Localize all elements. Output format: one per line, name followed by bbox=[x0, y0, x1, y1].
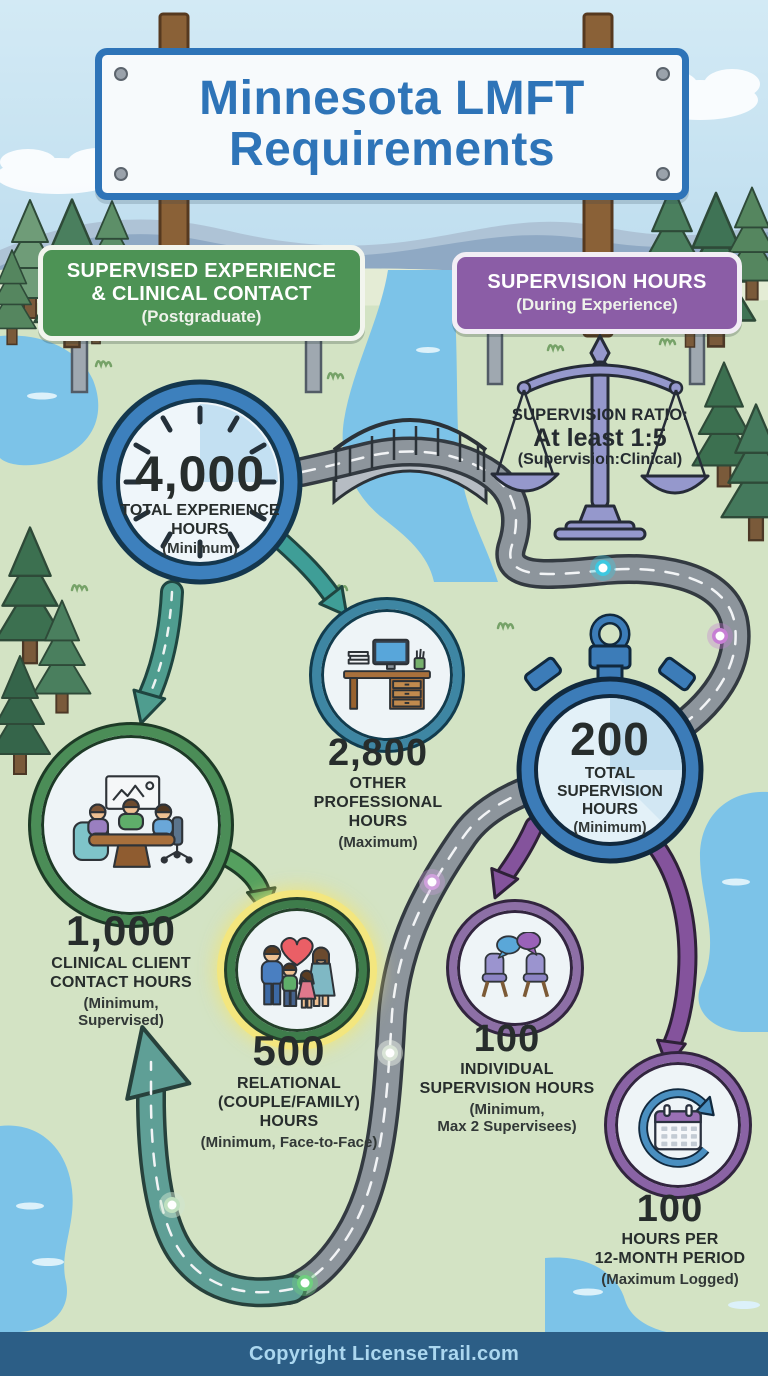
clinical-contact-circle bbox=[31, 725, 231, 925]
screw-icon bbox=[656, 167, 670, 181]
experience-sign-subtitle: (Postgraduate) bbox=[141, 306, 262, 326]
copyright-text: Copyright LicenseTrail.com bbox=[248, 1342, 520, 1365]
annual-limit-caption: 100 HOURS PER 12-MONTH PERIOD (Maximum L… bbox=[572, 1190, 768, 1288]
supervision-section-sign: SUPERVISION HOURS (During Experience) bbox=[452, 252, 742, 334]
total-experience-node: 4,000 TOTAL EXPERIENCE HOURS (Minimum) bbox=[94, 375, 306, 587]
other-professional-caption: 2,800 OTHER PROFESSIONAL HOURS (Maximum) bbox=[283, 734, 473, 851]
milestone-dots bbox=[159, 555, 733, 1296]
relational-caption: 500 RELATIONAL (COUPLE/FAMILY) HOURS (Mi… bbox=[191, 1030, 387, 1151]
ratio-label: SUPERVISION RATIO: bbox=[511, 406, 689, 424]
other-professional-value: 2,800 bbox=[327, 732, 429, 774]
total-supervision-note: (Minimum) bbox=[573, 819, 647, 836]
experience-sign-title: SUPERVISED EXPERIENCE & CLINICAL CONTACT bbox=[66, 259, 337, 305]
relational-note: (Minimum, Face-to-Face) bbox=[200, 1133, 378, 1151]
individual-supervision-circle bbox=[449, 902, 581, 1034]
relational-value: 500 bbox=[252, 1027, 326, 1074]
bridge-railing bbox=[332, 418, 488, 482]
office-desk-icon bbox=[343, 638, 431, 710]
annual-limit-label: HOURS PER 12-MONTH PERIOD bbox=[594, 1231, 746, 1267]
individual-supervision-value: 100 bbox=[473, 1018, 541, 1060]
total-experience-value: 4,000 bbox=[134, 446, 266, 502]
family-icon bbox=[260, 937, 336, 1009]
total-experience-label: TOTAL EXPERIENCE HOURS bbox=[120, 502, 280, 538]
total-supervision-value: 200 bbox=[570, 713, 650, 765]
other-professional-note: (Maximum) bbox=[338, 833, 418, 851]
screw-icon bbox=[114, 167, 128, 181]
supervision-chairs-icon bbox=[481, 932, 550, 998]
ratio-value: At least 1:5 bbox=[533, 424, 667, 452]
total-experience-note: (Minimum) bbox=[162, 540, 238, 558]
balance-scale-icon bbox=[490, 332, 710, 541]
flow-arrows bbox=[132, 532, 698, 1070]
other-professional-circle bbox=[312, 600, 462, 750]
teal-path bbox=[125, 1025, 307, 1308]
clock-icon bbox=[97, 379, 303, 585]
individual-supervision-note: (Minimum, Max 2 Supervisees) bbox=[437, 1100, 577, 1136]
total-supervision-label: TOTAL SUPERVISION HOURS bbox=[557, 765, 663, 818]
relational-label: RELATIONAL (COUPLE/FAMILY) HOURS bbox=[218, 1075, 360, 1130]
annual-limit-note: (Maximum Logged) bbox=[601, 1270, 739, 1288]
supervision-sign-subtitle: (During Experience) bbox=[516, 295, 678, 314]
clinical-contact-caption: 1,000 CLINICAL CLIENT CONTACT HOURS (Min… bbox=[33, 910, 209, 1030]
title-sign: Minnesota LMFT Requirements bbox=[95, 48, 689, 200]
clinical-contact-label: CLINICAL CLIENT CONTACT HOURS bbox=[50, 955, 192, 991]
stopwatch-icon bbox=[516, 613, 704, 864]
relational-circle bbox=[227, 900, 367, 1040]
experience-section-sign: SUPERVISED EXPERIENCE & CLINICAL CONTACT… bbox=[38, 245, 365, 341]
individual-supervision-caption: 100 INDIVIDUAL SUPERVISION HOURS (Minimu… bbox=[400, 1020, 614, 1136]
calendar-cycle-icon bbox=[638, 1088, 718, 1168]
screw-icon bbox=[656, 67, 670, 81]
footer-bar: Copyright LicenseTrail.com bbox=[0, 1332, 768, 1376]
ratio-note: (Supervision:Clinical) bbox=[517, 451, 683, 469]
annual-limit-value: 100 bbox=[636, 1188, 704, 1230]
total-supervision-node: 200 TOTAL SUPERVISION HOURS (Minimum) bbox=[494, 604, 726, 870]
clinical-contact-value: 1,000 bbox=[65, 907, 177, 954]
annual-limit-circle bbox=[607, 1054, 749, 1196]
therapy-session-icon bbox=[72, 775, 193, 868]
screw-icon bbox=[114, 67, 128, 81]
page-title: Minnesota LMFT Requirements bbox=[199, 71, 585, 176]
supervision-sign-title: SUPERVISION HOURS bbox=[487, 271, 707, 293]
other-professional-label: OTHER PROFESSIONAL HOURS bbox=[313, 775, 443, 830]
clinical-contact-note: (Minimum, Supervised) bbox=[78, 994, 164, 1030]
supervision-ratio: SUPERVISION RATIO: At least 1:5 (Supervi… bbox=[498, 406, 702, 469]
individual-supervision-label: INDIVIDUAL SUPERVISION HOURS bbox=[419, 1061, 595, 1097]
